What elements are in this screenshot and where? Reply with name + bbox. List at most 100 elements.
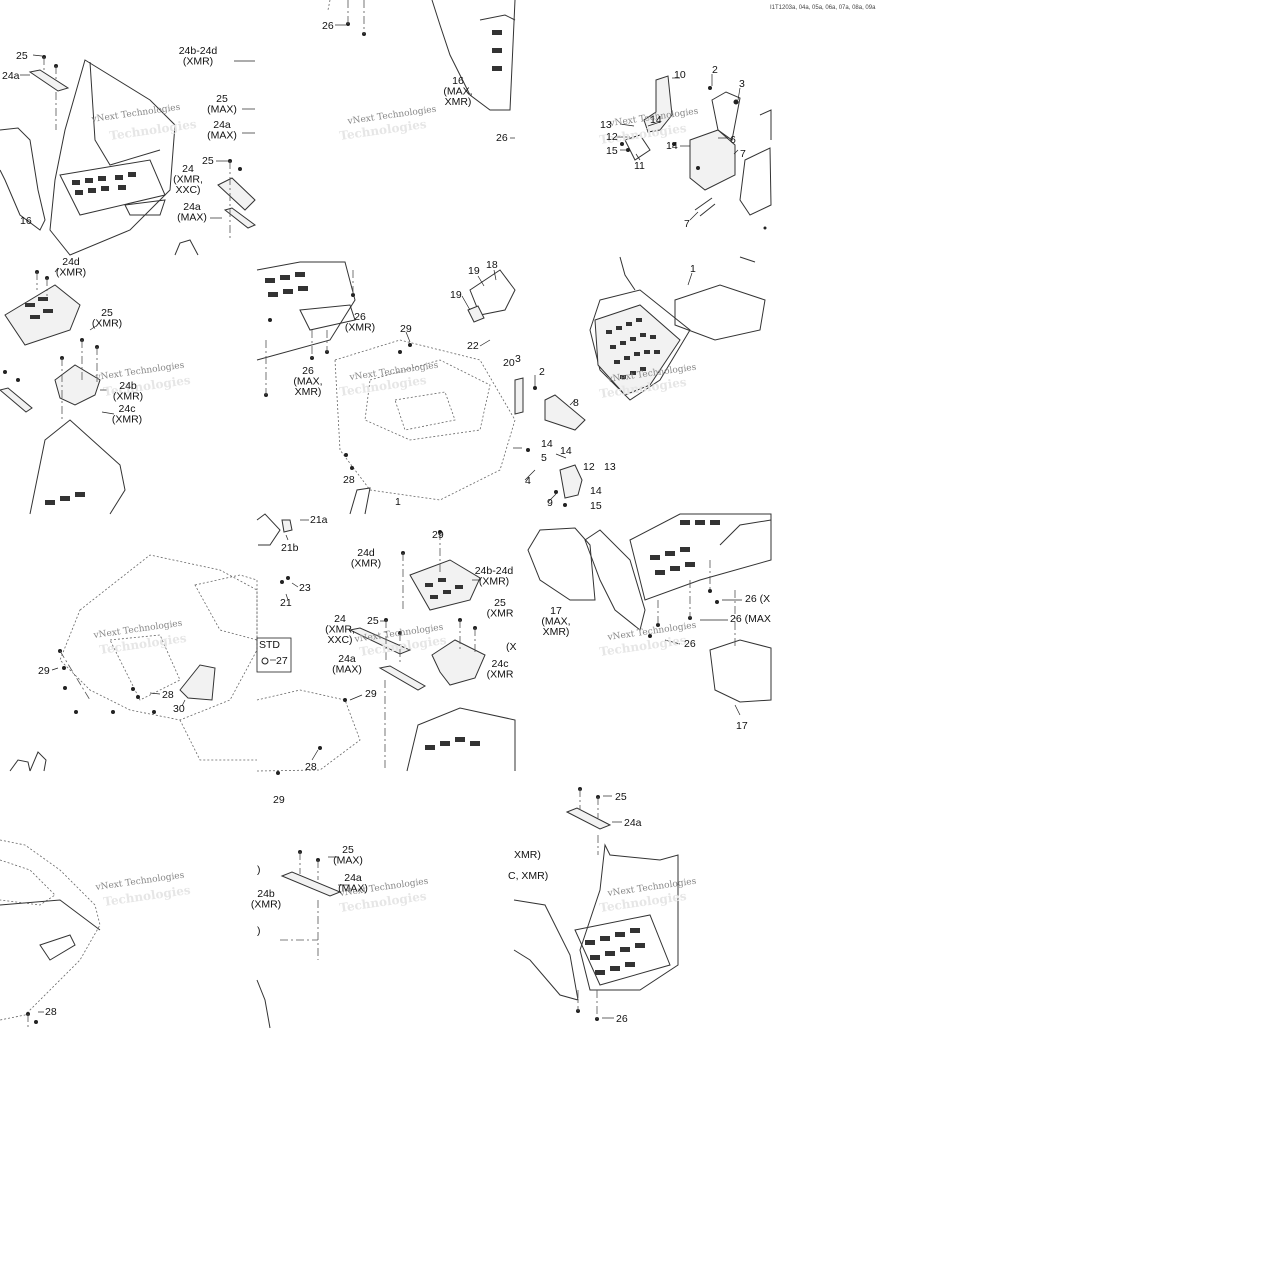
callout-t9-26: 26	[684, 638, 696, 650]
callout-line: (MAX)	[338, 883, 368, 895]
callout-line: 24b-24d	[475, 565, 514, 577]
callout-t5-5: 5	[541, 452, 547, 464]
callout-t1-25b: 25	[202, 155, 214, 167]
callout-line: 17	[736, 720, 748, 732]
callout-line: 26	[616, 1013, 628, 1025]
callout-line: 15	[590, 500, 602, 512]
callout-t5-29: 29	[400, 323, 412, 335]
callout-t1-25: 25	[16, 50, 28, 62]
callout-t3-3: 3	[739, 78, 745, 90]
callout-line: 25	[216, 93, 228, 105]
callout-t3-13: 13	[600, 119, 612, 131]
callout-line: 13	[604, 461, 616, 473]
callout-t8-24a: 24a(MAX)	[332, 653, 362, 676]
callout-line: 28	[305, 761, 317, 773]
callout-t8-24: 24(XMR,XXC)	[325, 613, 355, 646]
tile-4: vNext Technologies Technologies 24d(XMR)…	[0, 256, 192, 515]
callout-t3-12: 12	[606, 131, 618, 143]
step-plate-24a	[28, 55, 70, 130]
callout-line: 17	[550, 605, 562, 617]
callout-t8-std: STD	[259, 639, 280, 651]
callout-line: (XMR)	[479, 576, 509, 588]
callout-t5-15: 15	[590, 500, 602, 512]
drawing-code: I1T1203a, 04a, 05a, 06a, 07a, 08a, 09a	[770, 5, 876, 11]
labels-tile-2: 26 16(MAX,XMR) 26	[322, 20, 508, 144]
callout-t7-30: 30	[173, 703, 185, 715]
callout-t12-24a: 24a	[624, 817, 642, 829]
callout-line: 18	[486, 259, 498, 271]
callout-t1-25max: 25(MAX)	[207, 93, 237, 116]
labels-tile-11: 25(MAX) 24a(MAX) 24b(XMR) ) )	[251, 844, 368, 937]
callout-t7-29: 29	[38, 665, 50, 677]
labels-tile-10: 28	[45, 1006, 57, 1018]
callout-line: 1	[395, 496, 401, 508]
callout-line: 9	[547, 497, 553, 509]
callout-line: 24a	[624, 817, 642, 829]
callout-line: 26	[684, 638, 696, 650]
callout-line: 29	[38, 665, 50, 677]
callout-t8-24c: 24c(XMR	[487, 658, 514, 681]
callout-t3-7b: 7	[684, 218, 690, 230]
callout-line: 27	[276, 655, 288, 667]
callout-t11-24a: 24a(MAX)	[338, 872, 368, 895]
callout-line: (MAX)	[207, 130, 237, 142]
callout-line: XXC)	[327, 634, 352, 646]
callout-line: 25	[367, 615, 379, 627]
labels-tile-3: 10 2 3 13 14 12 6 15 14 7 11 7	[600, 64, 746, 230]
callout-t5-1: 1	[395, 496, 401, 508]
callout-line: 2	[712, 64, 718, 76]
callout-t9-17b: 17	[736, 720, 748, 732]
tile-1: vNext Technologies Technologies 25 24a 2…	[0, 45, 256, 256]
callout-line: 16	[452, 75, 464, 87]
callout-t5-3: 3	[515, 353, 521, 365]
callout-line: 16	[20, 215, 32, 227]
callout-line: 19	[450, 289, 462, 301]
callout-t11-25: 25(MAX)	[333, 844, 363, 867]
callout-line: (XMR,	[325, 624, 355, 636]
callout-line: 14	[541, 438, 553, 450]
labels-tile-7: 29 28 30	[38, 665, 185, 715]
callout-t5-4: 4	[525, 475, 531, 487]
callout-line: 21b	[281, 542, 299, 554]
callout-line: 8	[573, 397, 579, 409]
callout-line: 24b-24d	[179, 45, 218, 57]
callout-line: (XMR)	[351, 558, 381, 570]
callout-line: )	[257, 864, 261, 876]
callout-line: (MAX,	[293, 376, 322, 388]
callout-t5-12: 12	[583, 461, 595, 473]
callout-line: )	[257, 925, 261, 937]
callout-line: XMR)	[514, 849, 541, 861]
labels-tile-1: 25 24a 24b-24d(XMR) 25(MAX) 24a(MAX) 24(…	[2, 45, 237, 227]
callout-t9-17: 17(MAX,XMR)	[541, 605, 570, 638]
callout-line: XMR)	[445, 96, 472, 108]
callout-t12-26: 26	[616, 1013, 628, 1025]
callout-line: 25	[615, 791, 627, 803]
callout-line: 25	[101, 307, 113, 319]
callout-t5-28: 28	[343, 474, 355, 486]
callout-line: (XMR)	[345, 322, 375, 334]
callout-line: 14	[650, 114, 662, 126]
callout-line: 24c	[492, 658, 509, 670]
callout-line: 24	[182, 163, 194, 175]
callout-line: 12	[606, 131, 618, 143]
tile-7: vNext Technologies Technologies 29 28 30	[9, 554, 258, 772]
callout-line: 4	[525, 475, 531, 487]
callout-line: 22	[467, 340, 479, 352]
callout-t8-21b: 21b	[281, 542, 299, 554]
labels-tile-12: 25 24a XMR) C, XMR) 26	[508, 791, 642, 1025]
callout-line: 24b	[257, 888, 275, 900]
callout-t5-14c: 14	[590, 485, 602, 497]
callout-line: 24d	[62, 256, 80, 268]
callout-t9-26max: 26 (MAX	[730, 613, 771, 625]
labels-tile-8: 21a 21b 29 24d(XMR) 24b-24d(XMR) 23 21 2…	[259, 514, 517, 806]
callout-t4-24d: 24d(XMR)	[56, 256, 86, 279]
callout-t1-24a: 24a	[2, 70, 20, 82]
callout-t8-25b: 25	[367, 615, 379, 627]
callout-t5-2: 2	[539, 366, 545, 378]
callout-line: (MAX,	[443, 86, 472, 98]
callout-line: XMR)	[295, 386, 322, 398]
callout-line: (XMR)	[113, 391, 143, 403]
callout-t11-24b: 24b(XMR)	[251, 888, 281, 911]
callout-t8-x: (X	[506, 641, 517, 653]
